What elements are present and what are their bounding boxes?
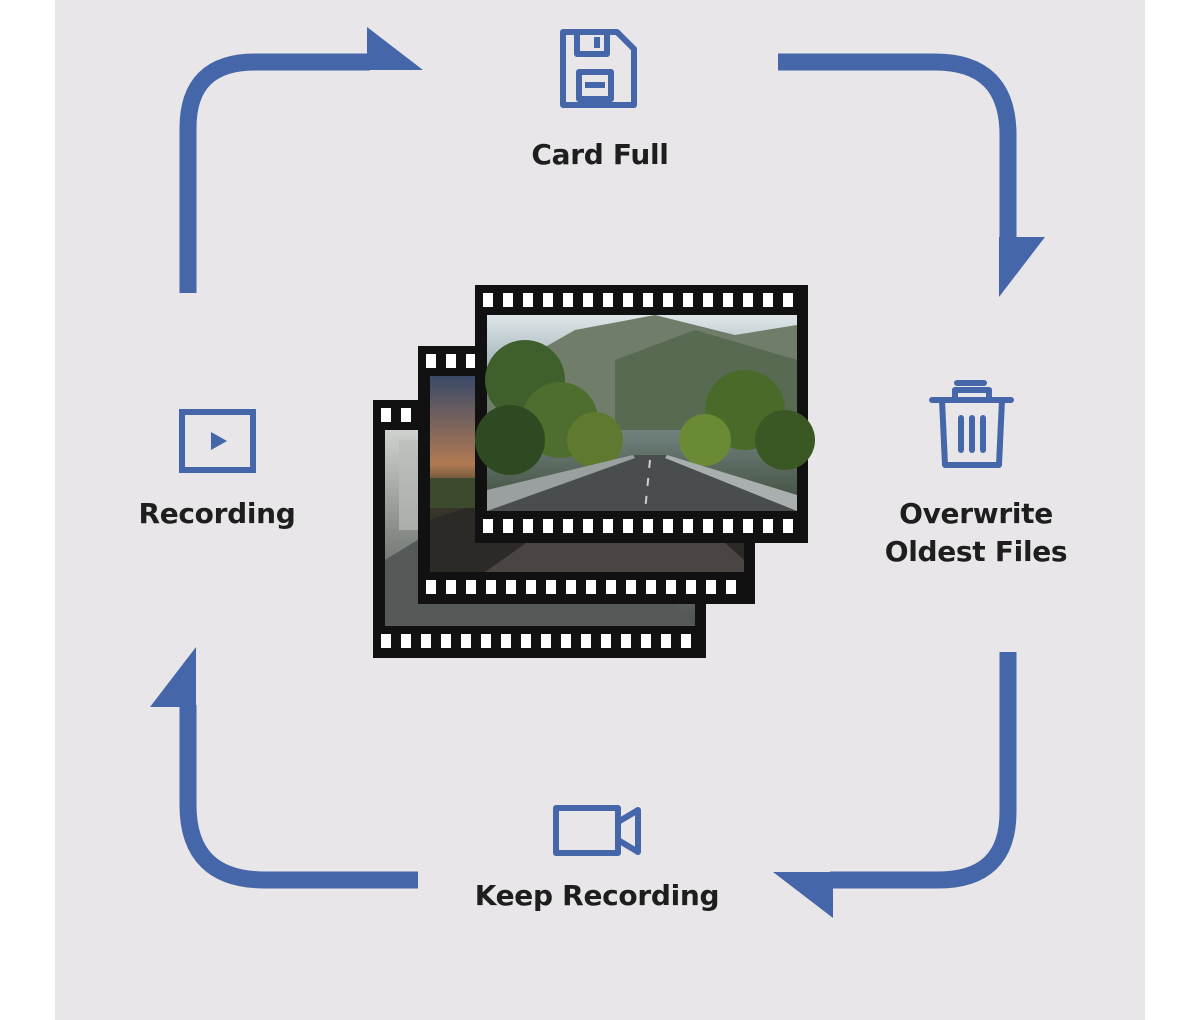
film-sprocket-hole [623,519,633,533]
film-sprocket-hole [566,580,576,594]
film-sprocket-hole [401,408,411,422]
film-sprocket-hole [461,634,471,648]
film-sprocket-hole [543,519,553,533]
film-sprocket-hole [661,634,671,648]
film-sprocket-hole [543,293,553,307]
film-sprocket-hole [763,519,773,533]
film-sprocket-hole [643,519,653,533]
step-label-keep-recording: Keep Recording [474,879,720,912]
film-sprocket-hole [723,293,733,307]
film-sprocket-hole [481,634,491,648]
film-sprocket-hole [606,580,616,594]
film-sprocket-hole [623,293,633,307]
film-sprocket-hole [743,293,753,307]
film-sprocket-hole [583,519,593,533]
film-sprocket-hole [523,519,533,533]
film-sprocket-hole [603,519,613,533]
film-sprocket-hole [381,634,391,648]
trash-can-icon [929,380,1014,468]
film-sprocket-hole [703,293,713,307]
film-sprocket-hole [561,634,571,648]
film-sprocket-hole [641,634,651,648]
film-sprocket-hole [421,634,431,648]
film-sprocket-hole [446,580,456,594]
film-sprocket-hole [783,293,793,307]
arrowhead-right [367,27,423,70]
film-sprocket-hole [601,634,611,648]
film-sprocket-hole [546,580,556,594]
step-label-recording: Recording [138,497,296,530]
film-sprocket-hole [681,634,691,648]
film-sprocket-hole [763,293,773,307]
play-window-icon [179,409,256,473]
film-sprocket-hole [446,354,456,368]
film-sprocket-hole [706,580,716,594]
film-sprocket-hole [643,293,653,307]
film-sprocket-hole [506,580,516,594]
film-sprocket-hole [563,293,573,307]
film-frame-front [475,285,815,543]
film-sprocket-hole [723,519,733,533]
step-label-card-full: Card Full [531,138,669,171]
film-sprocket-hole [503,519,513,533]
diagram-panel: Card Full Overwrite Oldest Files Keep Re… [55,0,1145,1020]
film-sprocket-hole [621,634,631,648]
film-sprocket-hole [541,634,551,648]
film-sprocket-hole [486,580,496,594]
step-label-overwrite-oldest-files: Overwrite Oldest Files [884,497,1068,568]
film-sprocket-hole [666,580,676,594]
loop-recording-diagram [55,0,1145,1020]
film-sprocket-hole [466,580,476,594]
film-sprocket-hole [626,580,636,594]
arrowhead-left [773,872,833,918]
film-sprocket-hole [526,580,536,594]
film-sprocket-hole [703,519,713,533]
film-sprocket-hole [581,634,591,648]
film-stack [373,285,815,658]
film-sprocket-hole [683,293,693,307]
film-sprocket-hole [603,293,613,307]
film-sprocket-hole [523,293,533,307]
film-sprocket-hole [426,580,436,594]
floppy-disk-icon [560,29,637,108]
film-sprocket-hole [683,519,693,533]
arrowhead-down [999,237,1045,297]
arrow-card-full-to-overwrite [778,53,1017,240]
film-sprocket-hole [521,634,531,648]
film-sprocket-hole [583,293,593,307]
film-sprocket-hole [563,519,573,533]
arrow-recording-to-card-full [179,53,370,293]
arrow-keep-recording-to-recording [179,705,418,889]
film-sprocket-hole [426,354,436,368]
film-sprocket-hole [483,293,493,307]
film-sprocket-hole [663,519,673,533]
arrowhead-up [150,647,196,707]
film-sprocket-hole [401,634,411,648]
film-sprocket-hole [441,634,451,648]
video-camera-icon [553,805,641,856]
film-sprocket-hole [501,634,511,648]
film-sprocket-hole [586,580,596,594]
film-sprocket-hole [466,354,476,368]
film-sprocket-hole [743,519,753,533]
film-sprocket-hole [663,293,673,307]
film-sprocket-hole [726,580,736,594]
film-sprocket-hole [483,519,493,533]
film-sprocket-hole [686,580,696,594]
film-sprocket-hole [783,519,793,533]
film-sprocket-hole [503,293,513,307]
film-sprocket-hole [381,408,391,422]
film-sprocket-hole [646,580,656,594]
arrow-overwrite-to-keep-recording [830,652,1017,889]
